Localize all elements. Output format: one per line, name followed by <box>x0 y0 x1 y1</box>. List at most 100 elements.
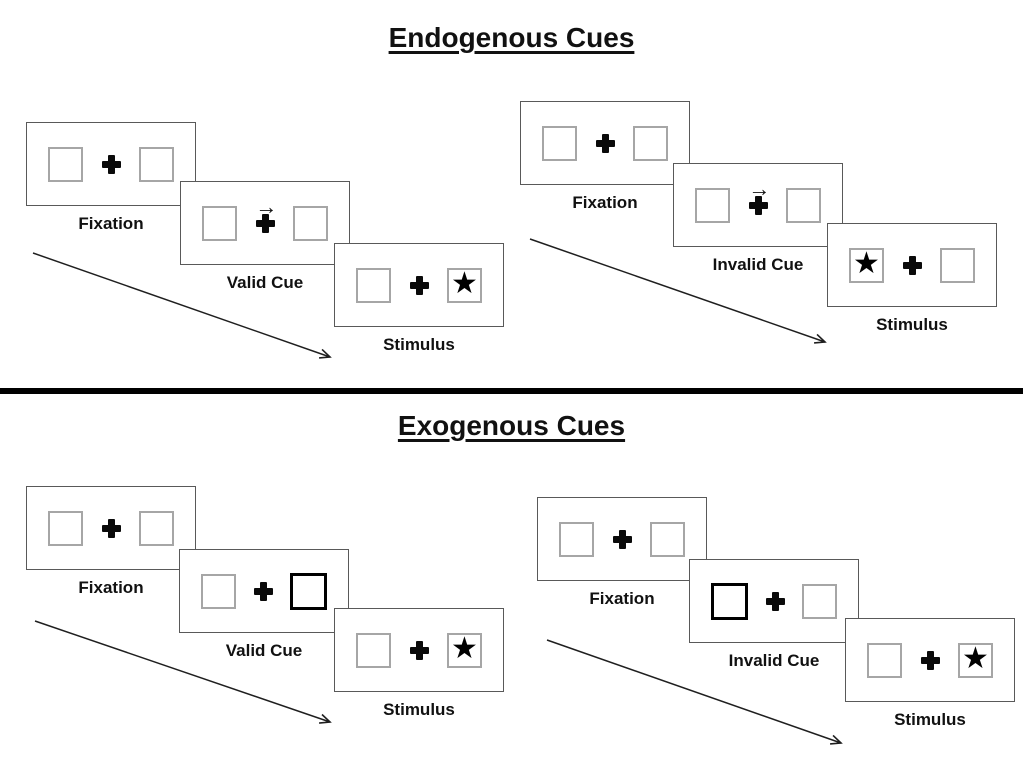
panel-label: Fixation <box>78 578 144 597</box>
fixation-cross: → <box>255 195 277 233</box>
left-placeholder-box <box>202 205 237 241</box>
endogenous-invalid-fixation-frame: Fixation <box>520 101 690 212</box>
right-target-box: ★ <box>958 642 993 678</box>
right-placeholder-box <box>802 583 837 619</box>
cue-direction-arrow-icon: → <box>748 175 771 201</box>
panel-label: Stimulus <box>894 710 966 729</box>
section-title-endogenous-text: Endogenous Cues <box>388 22 635 53</box>
panel-label: Invalid Cue <box>728 651 820 670</box>
plus-icon <box>920 650 940 670</box>
panel-label: Fixation <box>572 193 638 212</box>
fixation-screen <box>26 486 196 570</box>
stimulus-screen: ★ <box>334 243 504 327</box>
fixation-cross <box>101 518 121 538</box>
right-placeholder-box <box>650 521 685 557</box>
cue-screen: → <box>673 163 843 247</box>
endogenous-valid-stimulus-frame: ★ Stimulus <box>334 243 504 354</box>
right-placeholder-box <box>293 205 328 241</box>
section-title-exogenous: Exogenous Cues <box>0 410 1023 442</box>
fixation-cross <box>902 255 922 275</box>
cue-direction-arrow-icon: → <box>255 193 278 219</box>
fixation-screen <box>520 101 690 185</box>
fixation-cross <box>612 529 632 549</box>
right-placeholder-box <box>633 125 668 161</box>
left-placeholder-box <box>48 146 83 182</box>
star-stimulus-icon: ★ <box>451 632 478 665</box>
stimulus-screen: ★ <box>827 223 997 307</box>
endogenous-invalid-stimulus-frame: ★ Stimulus <box>827 223 997 334</box>
endogenous-valid-fixation-frame: Fixation <box>26 122 196 233</box>
fixation-cross <box>409 275 429 295</box>
timeline-arrow-exogenous-invalid <box>546 639 843 745</box>
plus-icon <box>765 591 785 611</box>
exogenous-valid-cue-frame: Valid Cue <box>179 549 349 660</box>
plus-icon <box>253 581 273 601</box>
fixation-cross <box>765 591 785 611</box>
star-stimulus-icon: ★ <box>853 247 880 280</box>
right-highlighted-cue-box <box>290 572 327 610</box>
panel-label: Stimulus <box>876 315 948 334</box>
plus-icon <box>902 255 922 275</box>
fixation-screen <box>537 497 707 581</box>
left-target-box: ★ <box>849 247 884 283</box>
fixation-cross <box>920 650 940 670</box>
left-placeholder-box <box>867 642 902 678</box>
fixation-screen <box>26 122 196 206</box>
left-highlighted-cue-box <box>711 582 748 620</box>
stimulus-screen: ★ <box>845 618 1015 702</box>
timeline-arrow-exogenous-valid <box>34 620 332 724</box>
right-placeholder-box <box>940 247 975 283</box>
fixation-cross <box>101 154 121 174</box>
panel-label: Valid Cue <box>225 641 303 660</box>
cue-screen <box>689 559 859 643</box>
star-stimulus-icon: ★ <box>451 267 478 300</box>
left-placeholder-box <box>48 510 83 546</box>
cue-screen <box>179 549 349 633</box>
section-title-exogenous-text: Exogenous Cues <box>397 410 626 441</box>
exogenous-valid-fixation-frame: Fixation <box>26 486 196 597</box>
right-target-box: ★ <box>447 267 482 303</box>
right-placeholder-box <box>786 187 821 223</box>
plus-icon <box>101 518 121 538</box>
left-placeholder-box <box>201 573 236 609</box>
panel-label: Fixation <box>589 589 655 608</box>
endogenous-invalid-cue-frame: → Invalid Cue <box>673 163 843 274</box>
panel-label: Invalid Cue <box>712 255 804 274</box>
left-placeholder-box <box>695 187 730 223</box>
section-title-endogenous: Endogenous Cues <box>0 22 1023 54</box>
timeline-arrow-endogenous-valid <box>32 252 332 359</box>
stimulus-screen: ★ <box>334 608 504 692</box>
fixation-cross <box>253 581 273 601</box>
exogenous-invalid-stimulus-frame: ★ Stimulus <box>845 618 1015 729</box>
cue-screen: → <box>180 181 350 265</box>
timeline-arrow-endogenous-invalid <box>529 238 827 344</box>
fixation-cross <box>409 640 429 660</box>
panel-label: Stimulus <box>383 335 455 354</box>
star-stimulus-icon: ★ <box>962 642 989 675</box>
plus-icon <box>409 275 429 295</box>
fixation-cross: → <box>748 177 770 215</box>
fixation-cross <box>595 133 615 153</box>
section-divider <box>0 388 1023 394</box>
plus-icon <box>612 529 632 549</box>
panel-label: Valid Cue <box>226 273 304 292</box>
plus-icon <box>595 133 615 153</box>
exogenous-valid-stimulus-frame: ★ Stimulus <box>334 608 504 719</box>
right-placeholder-box <box>139 510 174 546</box>
right-placeholder-box <box>139 146 174 182</box>
exogenous-invalid-cue-frame: Invalid Cue <box>689 559 859 670</box>
left-placeholder-box <box>559 521 594 557</box>
endogenous-valid-cue-frame: → Valid Cue <box>180 181 350 292</box>
plus-icon <box>101 154 121 174</box>
plus-icon <box>748 195 768 215</box>
left-placeholder-box <box>542 125 577 161</box>
plus-icon <box>255 213 275 233</box>
right-target-box: ★ <box>447 632 482 668</box>
left-placeholder-box <box>356 267 391 303</box>
plus-icon <box>409 640 429 660</box>
panel-label: Stimulus <box>383 700 455 719</box>
panel-label: Fixation <box>78 214 144 233</box>
exogenous-invalid-fixation-frame: Fixation <box>537 497 707 608</box>
